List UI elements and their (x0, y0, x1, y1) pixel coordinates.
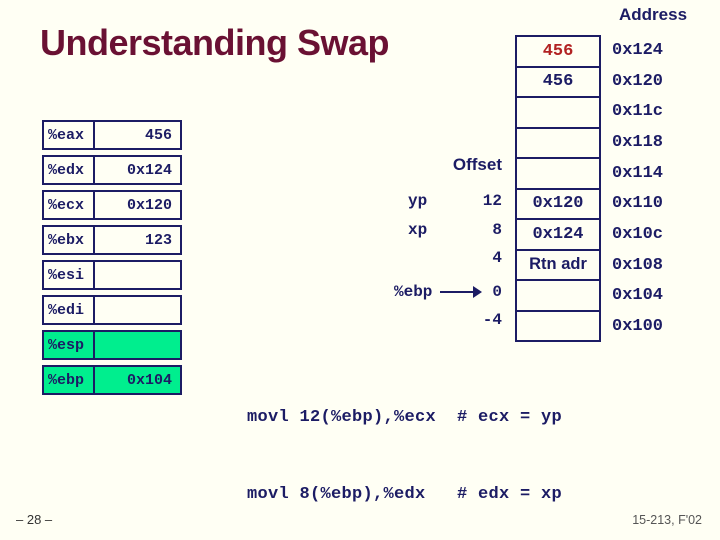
offset-column-header: Offset (452, 155, 502, 174)
address-column-header: Address (619, 5, 688, 24)
address-label: 0x114 (612, 163, 664, 183)
register-row-edx: %edx 0x124 (42, 155, 182, 185)
address-label: 0x124 (612, 40, 664, 60)
memory-cell (517, 129, 599, 159)
register-value (95, 332, 180, 358)
register-row-eax: %eax 456 (42, 120, 182, 150)
address-label: 0x11c (612, 102, 664, 122)
offset-row-minus4: -4 (390, 309, 502, 331)
memory-stack: 456 456 0x120 0x124 Rtn adr (515, 35, 601, 342)
offset-param-label: yp (408, 192, 428, 210)
memory-cell (517, 98, 599, 129)
offset-value: 8 (492, 221, 502, 239)
offset-param-label: xp (408, 221, 428, 239)
address-label: 0x104 (612, 286, 664, 306)
offset-value: 12 (482, 192, 502, 210)
page-title: Understanding Swap (40, 22, 390, 63)
address-label: 0x100 (612, 317, 664, 337)
memory-cell: 0x120 (517, 190, 599, 220)
assembly-code-block: movl 12(%ebp),%ecx # ecx = yp movl 8(%eb… (247, 354, 625, 540)
register-name: %ebx (44, 227, 95, 253)
register-row-ebx: %ebx 123 (42, 225, 182, 255)
register-value: 0x104 (126, 371, 172, 389)
page-number: – 28 – (16, 512, 53, 527)
offset-row-yp: yp 12 (390, 190, 502, 212)
register-row-ecx: %ecx 0x120 (42, 190, 182, 220)
offset-value: 4 (492, 249, 502, 267)
offset-value: -4 (482, 311, 502, 329)
register-value (95, 262, 180, 288)
address-label: 0x10c (612, 225, 664, 245)
register-table: %eax 456 %edx 0x124 %ecx 0x120 %ebx 123 … (42, 120, 182, 395)
offset-row-xp: xp 8 (390, 219, 502, 241)
register-row-esi: %esi (42, 260, 182, 290)
offset-row-ebp: %ebp 0 (390, 281, 502, 303)
register-value (95, 297, 180, 323)
offset-value: 0 (492, 283, 502, 301)
memory-cell: 456 (517, 68, 599, 98)
address-label: 0x118 (612, 132, 664, 152)
register-name: %esi (44, 262, 95, 288)
memory-cell-return-address: Rtn adr (517, 251, 599, 281)
memory-cell (517, 281, 599, 312)
register-name: %esp (44, 332, 95, 358)
register-value: 456 (144, 126, 172, 144)
register-name: %edi (44, 297, 95, 323)
course-footer: 15-213, F'02 (632, 513, 702, 527)
register-name: %ecx (44, 192, 95, 218)
register-row-ebp: %ebp 0x104 (42, 365, 182, 395)
memory-cell: 456 (517, 37, 599, 68)
code-line: movl 12(%ebp),%ecx # ecx = yp (247, 408, 563, 428)
register-name: %eax (44, 122, 95, 148)
register-value: 0x120 (126, 196, 172, 214)
address-label: 0x120 (612, 71, 664, 91)
ebp-pointer-label: %ebp (394, 283, 433, 301)
memory-cell (517, 312, 599, 341)
register-value: 0x124 (126, 161, 172, 179)
address-column: 0x124 0x120 0x11c 0x118 0x114 0x110 0x10… (612, 35, 663, 342)
code-line: movl 8(%ebp),%edx # edx = xp (247, 484, 563, 504)
offset-row-return: 4 (390, 247, 502, 269)
register-name: %ebp (44, 367, 95, 393)
right-arrow-icon (440, 286, 483, 297)
address-label: 0x110 (612, 194, 664, 214)
memory-cell: 0x124 (517, 220, 599, 251)
address-label: 0x108 (612, 255, 664, 275)
register-value: 123 (144, 231, 172, 249)
register-name: %edx (44, 157, 95, 183)
memory-cell (517, 159, 599, 190)
register-row-edi: %edi (42, 295, 182, 325)
register-row-esp: %esp (42, 330, 182, 360)
